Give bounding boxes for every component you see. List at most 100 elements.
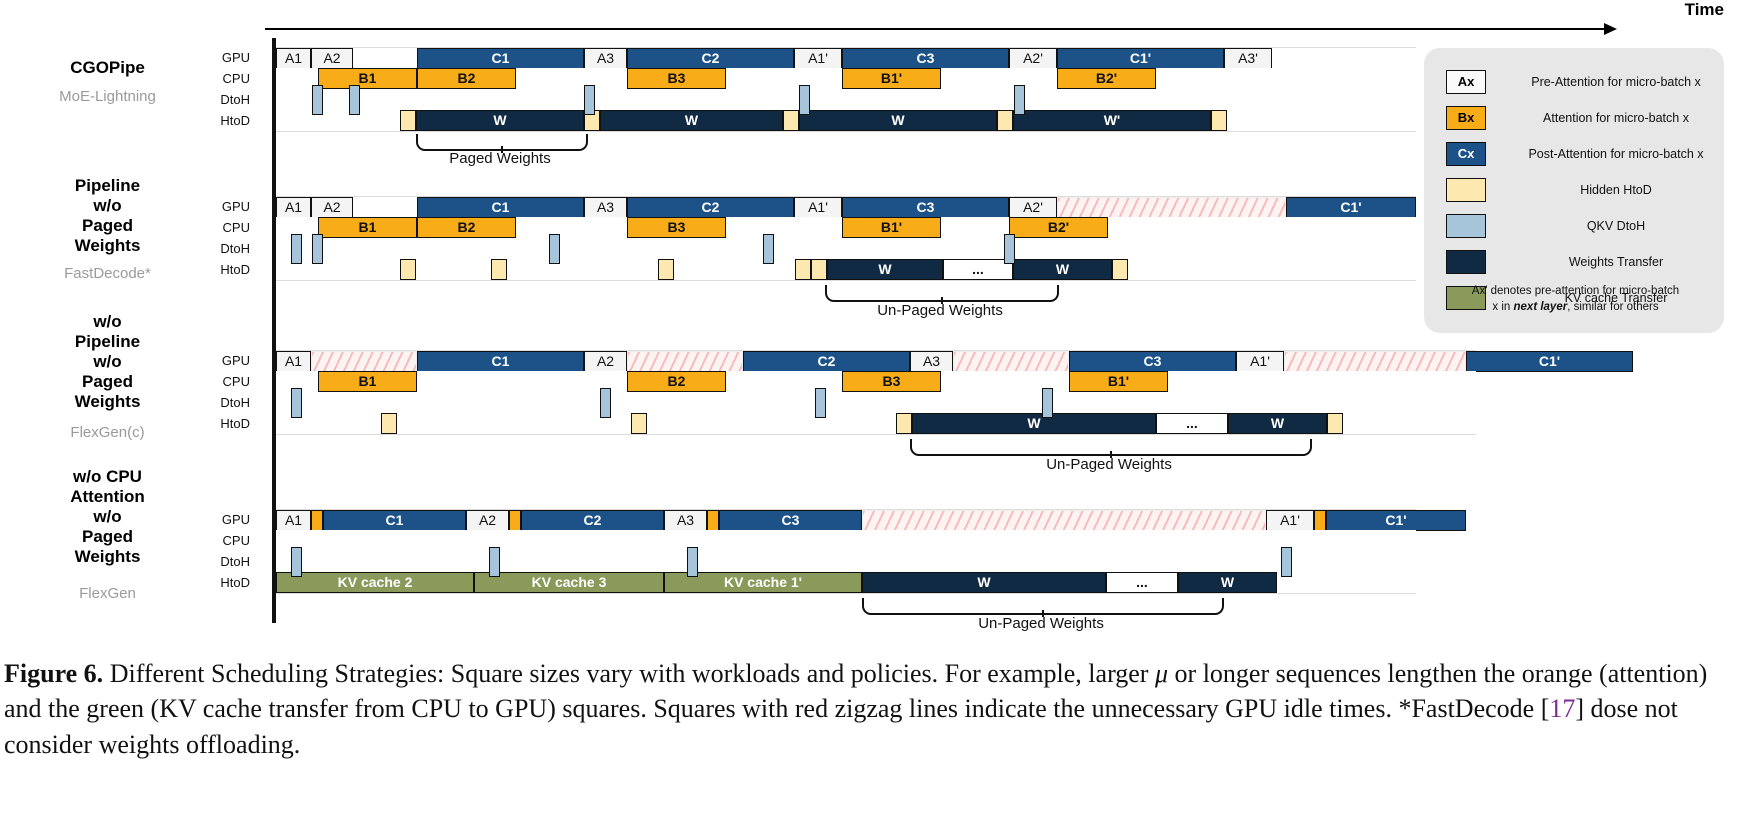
block-c3[interactable]: C3 xyxy=(719,510,862,531)
block-b2p[interactable]: B2' xyxy=(1009,217,1108,238)
block-a3[interactable]: A3 xyxy=(584,197,627,218)
block-hidden-htod[interactable] xyxy=(896,413,912,434)
block-weights[interactable]: W xyxy=(416,110,584,131)
block-hidden-htod[interactable] xyxy=(783,110,799,131)
block-hidden-htod[interactable] xyxy=(795,259,811,280)
block-a1[interactable]: A1 xyxy=(276,351,311,372)
tick-qkv-dtoh[interactable] xyxy=(815,388,826,418)
tick-qkv-dtoh[interactable] xyxy=(799,85,810,115)
tick-qkv-dtoh[interactable] xyxy=(312,234,323,264)
block-c1[interactable]: C1 xyxy=(417,197,584,218)
block-b2[interactable]: B2 xyxy=(627,371,726,392)
block-b3[interactable]: B3 xyxy=(627,68,726,89)
block-weights-ellipsis[interactable]: ... xyxy=(943,259,1013,280)
block-weights[interactable]: W xyxy=(912,413,1156,434)
block-a3p[interactable]: A3' xyxy=(1224,48,1272,69)
tick-qkv-dtoh[interactable] xyxy=(489,547,500,577)
block-hidden-htod[interactable] xyxy=(400,110,416,131)
block-a2p[interactable]: A2' xyxy=(1009,197,1057,218)
block-a1[interactable]: A1 xyxy=(276,510,311,531)
block-a3[interactable]: A3 xyxy=(664,510,707,531)
block-weights-prime[interactable]: W' xyxy=(1013,110,1211,131)
block-b1[interactable]: B1 xyxy=(318,68,417,89)
caption-citation[interactable]: 17 xyxy=(1549,694,1576,724)
block-hidden-htod[interactable] xyxy=(381,413,397,434)
block-attention-sliver[interactable] xyxy=(311,510,323,531)
block-weights-ellipsis[interactable]: ... xyxy=(1156,413,1228,434)
block-b3[interactable]: B3 xyxy=(842,371,941,392)
tick-qkv-dtoh[interactable] xyxy=(584,85,595,115)
block-weights[interactable]: W xyxy=(799,110,997,131)
block-a1p[interactable]: A1' xyxy=(794,197,842,218)
block-c1p[interactable]: C1' xyxy=(1466,351,1633,372)
block-weights[interactable]: W xyxy=(600,110,783,131)
block-c1[interactable]: C1 xyxy=(417,48,584,69)
tick-qkv-dtoh[interactable] xyxy=(1042,388,1053,418)
block-c2[interactable]: C2 xyxy=(627,48,794,69)
block-b3[interactable]: B3 xyxy=(627,217,726,238)
block-a3[interactable]: A3 xyxy=(584,48,627,69)
block-a2[interactable]: A2 xyxy=(311,48,353,69)
block-b2[interactable]: B2 xyxy=(417,217,516,238)
block-hidden-htod[interactable] xyxy=(811,259,827,280)
block-c1p[interactable]: C1' xyxy=(1326,510,1466,531)
block-hidden-htod[interactable] xyxy=(1112,259,1128,280)
block-hidden-htod[interactable] xyxy=(631,413,647,434)
block-hidden-htod[interactable] xyxy=(1211,110,1227,131)
block-b1[interactable]: B1 xyxy=(318,371,417,392)
block-hidden-htod[interactable] xyxy=(1327,413,1343,434)
tick-qkv-dtoh[interactable] xyxy=(291,234,302,264)
tick-qkv-dtoh[interactable] xyxy=(763,234,774,264)
block-a2[interactable]: A2 xyxy=(311,197,353,218)
block-c3[interactable]: C3 xyxy=(1069,351,1236,372)
tick-qkv-dtoh[interactable] xyxy=(549,234,560,264)
tick-qkv-dtoh[interactable] xyxy=(1014,85,1025,115)
block-c1p[interactable]: C1' xyxy=(1286,197,1416,218)
tick-qkv-dtoh[interactable] xyxy=(600,388,611,418)
block-b2p[interactable]: B2' xyxy=(1057,68,1156,89)
block-weights[interactable]: W xyxy=(1228,413,1327,434)
block-a1p[interactable]: A1' xyxy=(1266,510,1314,531)
block-a1p[interactable]: A1' xyxy=(794,48,842,69)
block-c2[interactable]: C2 xyxy=(627,197,794,218)
tick-qkv-dtoh[interactable] xyxy=(1004,234,1015,264)
block-a2[interactable]: A2 xyxy=(584,351,627,372)
block-b1p[interactable]: B1' xyxy=(1069,371,1168,392)
block-a1[interactable]: A1 xyxy=(276,197,311,218)
block-c1[interactable]: C1 xyxy=(323,510,466,531)
block-attention-sliver[interactable] xyxy=(707,510,719,531)
block-c3[interactable]: C3 xyxy=(842,48,1009,69)
tick-qkv-dtoh[interactable] xyxy=(349,85,360,115)
block-hidden-htod[interactable] xyxy=(491,259,507,280)
block-weights[interactable]: W xyxy=(1013,259,1112,280)
block-a3[interactable]: A3 xyxy=(910,351,953,372)
block-b1p[interactable]: B1' xyxy=(842,217,941,238)
block-kv-cache[interactable]: KV cache 1' xyxy=(664,572,862,593)
block-a1p[interactable]: A1' xyxy=(1236,351,1284,372)
block-c3[interactable]: C3 xyxy=(842,197,1009,218)
tick-qkv-dtoh[interactable] xyxy=(312,85,323,115)
block-b1p[interactable]: B1' xyxy=(842,68,941,89)
tick-qkv-dtoh[interactable] xyxy=(291,547,302,577)
block-kv-cache[interactable]: KV cache 3 xyxy=(474,572,664,593)
block-weights[interactable]: W xyxy=(1178,572,1277,593)
block-hidden-htod[interactable] xyxy=(997,110,1013,131)
block-attention-sliver[interactable] xyxy=(509,510,521,531)
block-c2[interactable]: C2 xyxy=(743,351,910,372)
block-hidden-htod[interactable] xyxy=(400,259,416,280)
block-kv-cache[interactable]: KV cache 2 xyxy=(276,572,474,593)
tick-qkv-dtoh[interactable] xyxy=(687,547,698,577)
block-weights-ellipsis[interactable]: ... xyxy=(1106,572,1178,593)
block-a2[interactable]: A2 xyxy=(466,510,509,531)
block-attention-sliver[interactable] xyxy=(1314,510,1326,531)
block-a2p[interactable]: A2' xyxy=(1009,48,1057,69)
block-b2[interactable]: B2 xyxy=(417,68,516,89)
block-c1[interactable]: C1 xyxy=(417,351,584,372)
block-weights[interactable]: W xyxy=(862,572,1106,593)
tick-qkv-dtoh[interactable] xyxy=(1281,547,1292,577)
block-c1p[interactable]: C1' xyxy=(1057,48,1224,69)
block-b1[interactable]: B1 xyxy=(318,217,417,238)
block-hidden-htod[interactable] xyxy=(658,259,674,280)
block-weights[interactable]: W xyxy=(827,259,943,280)
block-a1[interactable]: A1 xyxy=(276,48,311,69)
